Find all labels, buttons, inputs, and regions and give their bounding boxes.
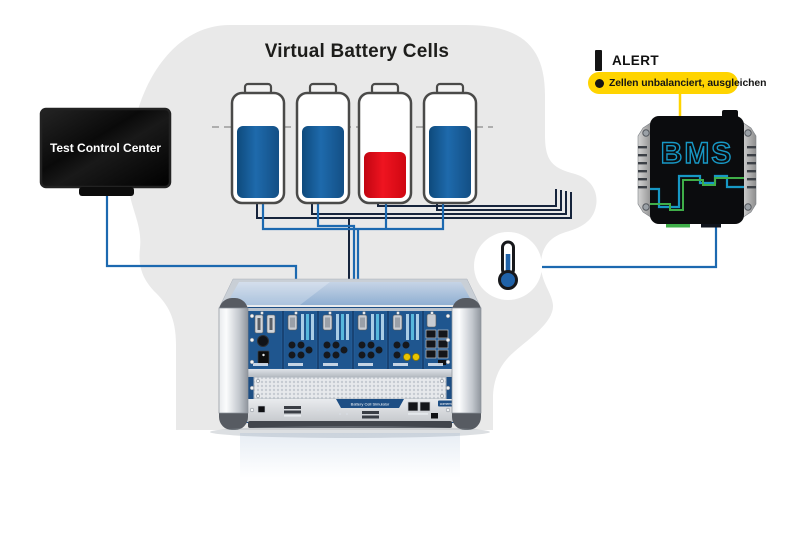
cell-module-sense: [392, 314, 420, 361]
module-slots: [249, 311, 452, 369]
bottom-panel-connectors: comemso: [257, 400, 457, 419]
exclamation-dot-icon: [595, 78, 604, 88]
brand-label: comemso: [440, 402, 456, 406]
chassis-pillars: [218, 298, 482, 430]
battery-cell: [230, 82, 286, 205]
battery-cell: [295, 82, 351, 205]
thermometer-icon: [474, 232, 542, 300]
bms-waveform-green: [650, 177, 744, 211]
exclamation-icon: [595, 50, 602, 71]
battery-cell: [357, 82, 413, 205]
bms-controller: BMS: [637, 110, 757, 228]
io-module: [254, 314, 276, 365]
battery-cell: [422, 82, 478, 205]
chassis: Battery Cell Simulator comemso: [218, 278, 482, 430]
alert-banner: Zellen unbalanciert, ausgleichen: [588, 72, 766, 94]
panel-screws: [249, 311, 451, 413]
cell-module: [287, 314, 314, 359]
bms-logo: BMS: [661, 137, 734, 170]
vent-mesh-panel: [253, 376, 447, 400]
floor-reflection: [210, 426, 490, 478]
chassis-top-surface: [226, 282, 474, 305]
cell-module: [357, 314, 384, 359]
bms-screws: [642, 129, 752, 211]
bms-body: [650, 116, 744, 224]
alert-title: ALERT: [612, 53, 659, 68]
monitor: [39, 107, 172, 196]
sense-wire-bundle: [256, 189, 572, 283]
power-wire-harness: [105, 196, 718, 283]
ethernet-module: [425, 313, 449, 365]
cell-module: [322, 314, 349, 359]
diagram-title: Virtual Battery Cells: [264, 41, 450, 62]
alert-message: Zellen unbalanciert, ausgleichen: [609, 77, 767, 89]
chassis-badge-label: Battery Cell Simulator: [351, 402, 390, 407]
chassis-badge: [336, 399, 404, 408]
monitor-label: Test Control Center: [49, 141, 162, 155]
battery-cells: [230, 82, 478, 205]
